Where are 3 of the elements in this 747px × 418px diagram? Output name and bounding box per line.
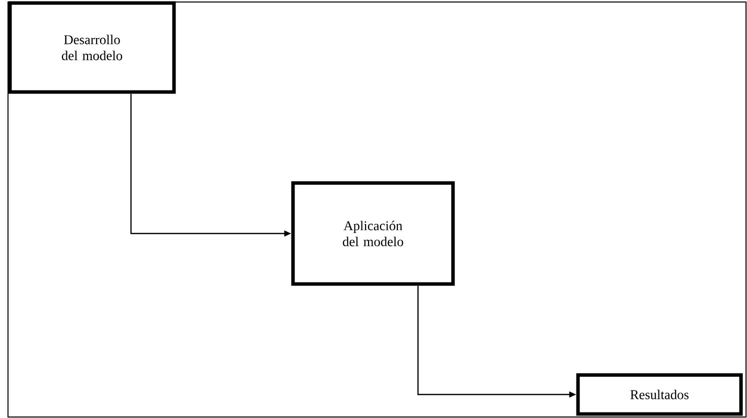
process-box: Desarrollo del modelo [8,1,176,94]
process-box: Aplicación del modelo [291,181,455,286]
process-box: Resultados [576,373,743,416]
